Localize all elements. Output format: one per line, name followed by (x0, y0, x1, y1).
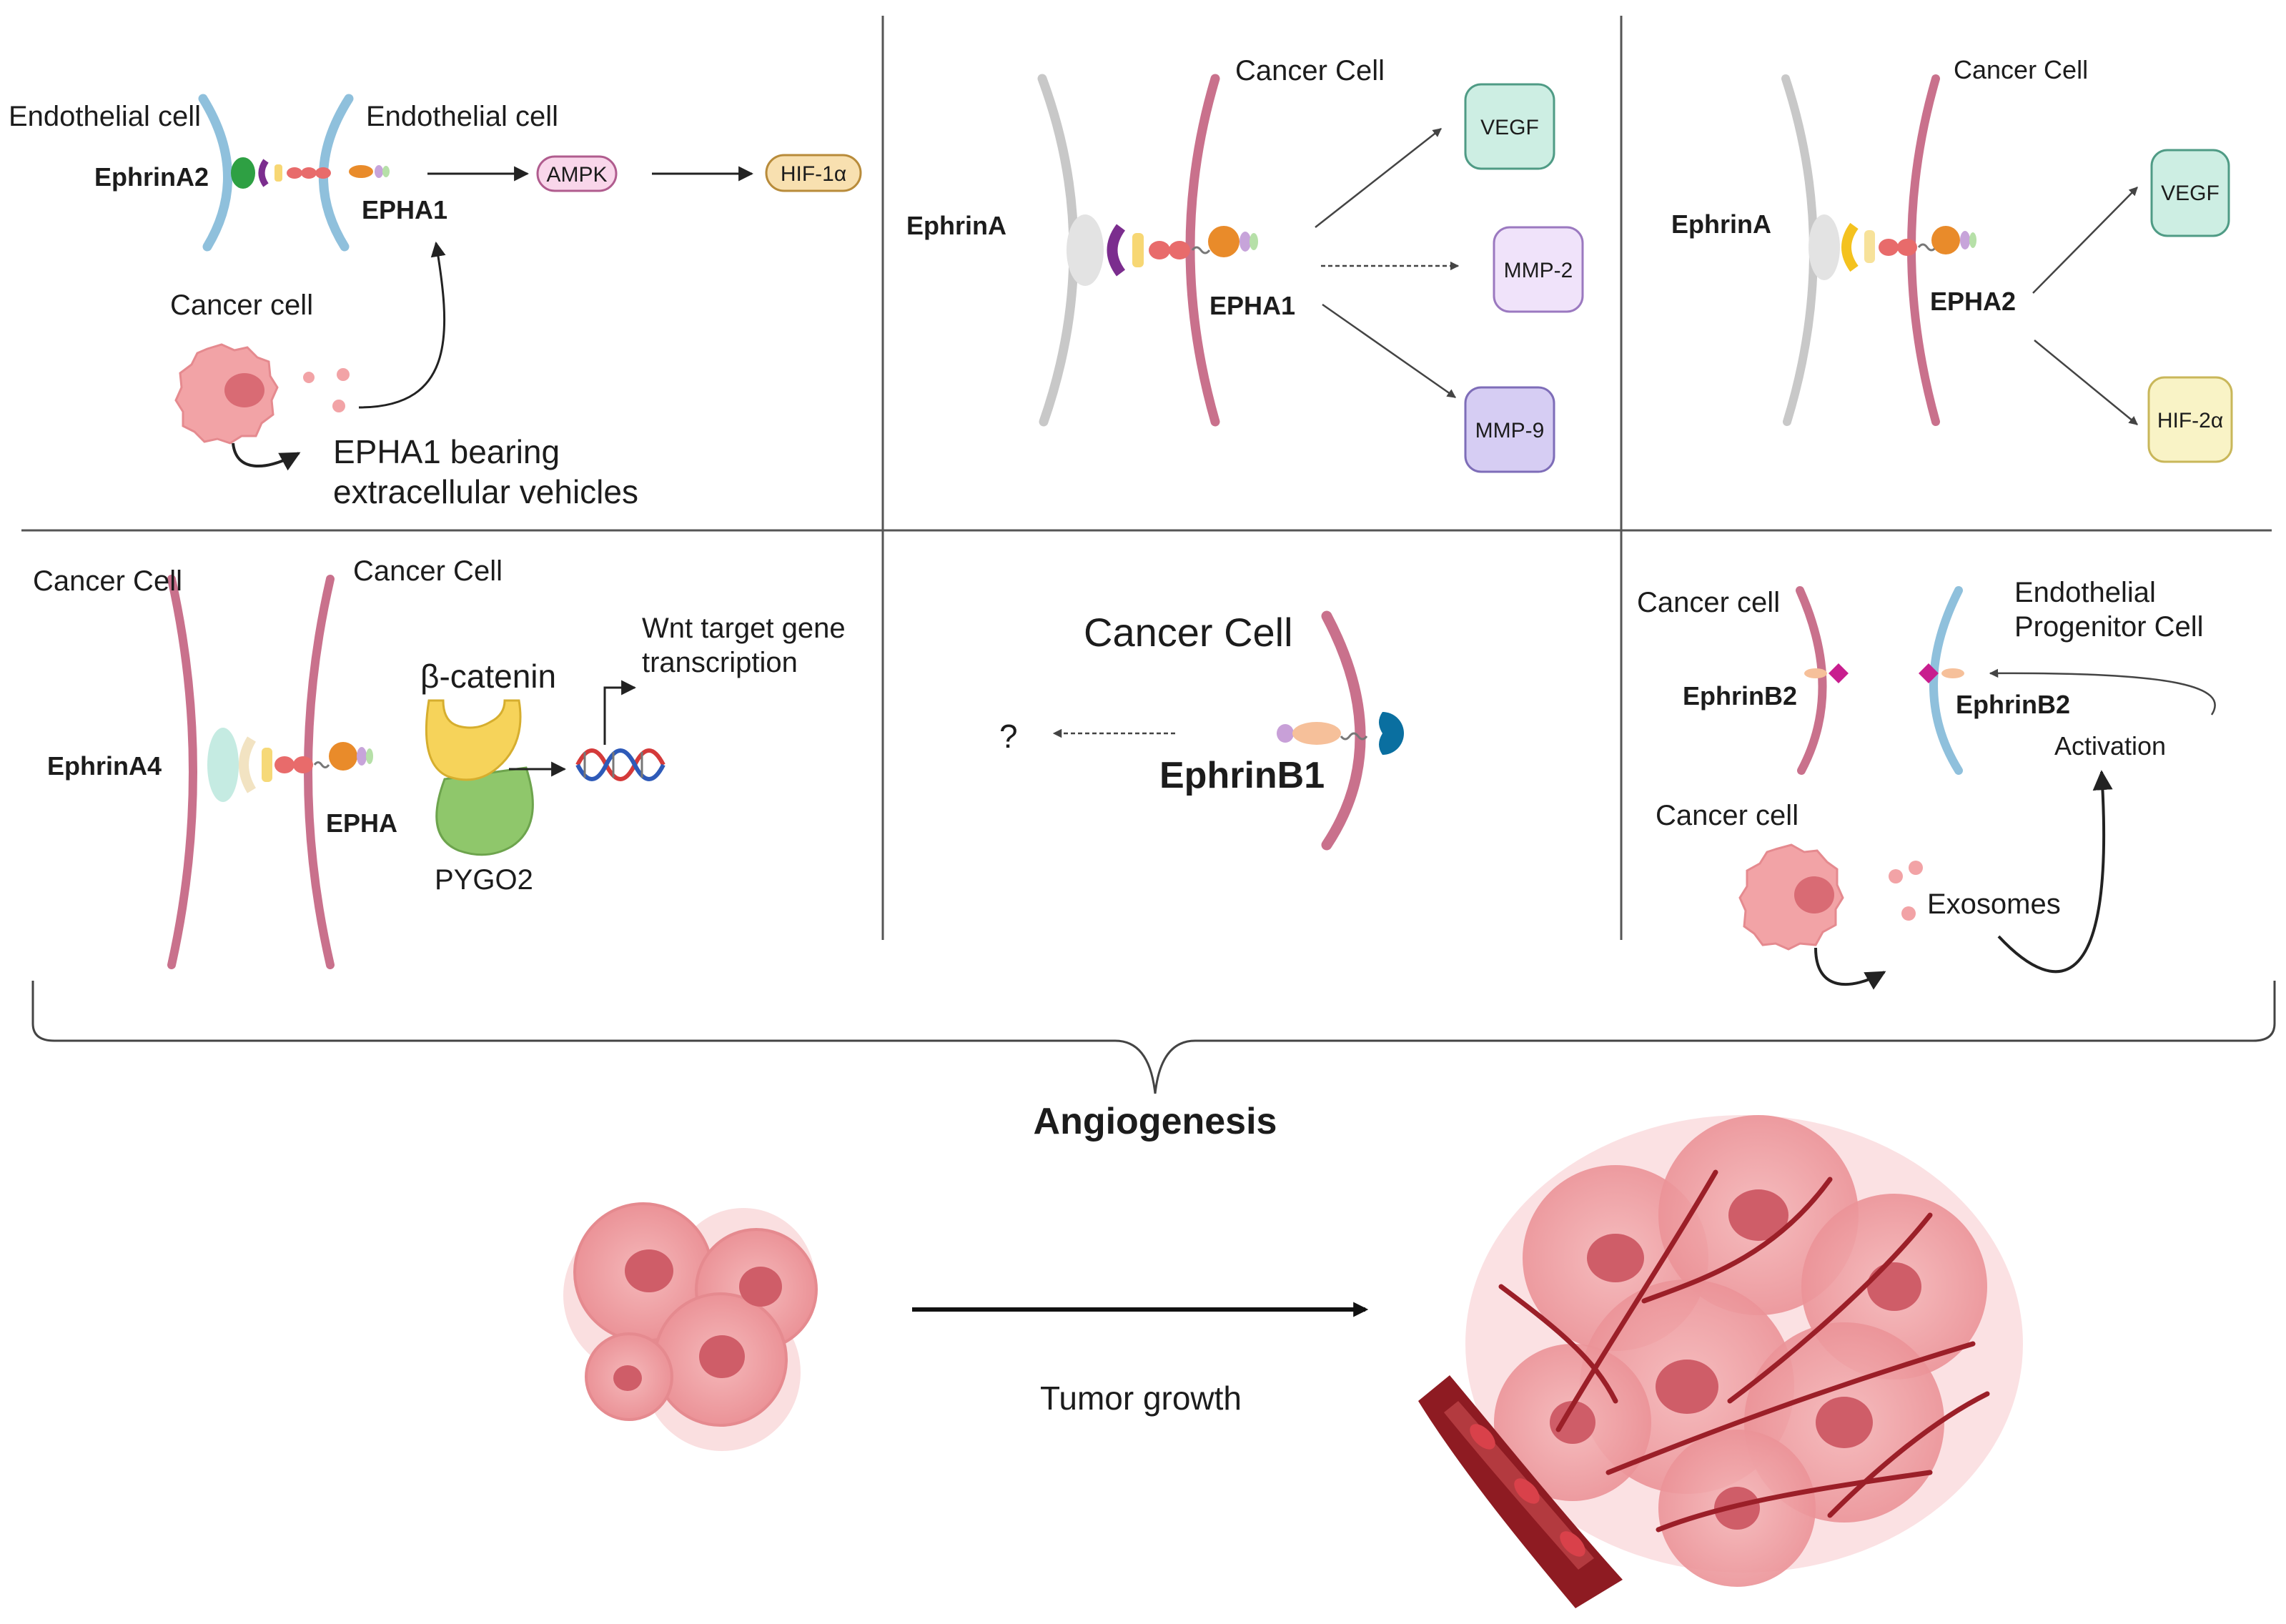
mmp9-box (1464, 386, 1555, 473)
ephrinb2-right-protein (1919, 663, 1964, 683)
cancer-cell-label: Cancer Cell (1235, 55, 1385, 86)
vascularized-tumor-icon (1418, 1115, 2023, 1608)
ephrina2-epha1-complex (231, 157, 390, 189)
cancer-cell-icon (174, 343, 350, 445)
wnt-label-line2: transcription (642, 647, 798, 678)
epc-membrane (1929, 586, 1963, 775)
panel-ephrina4-epha: Cancer Cell Cancer Cell EphrinA4 EPHA β-… (33, 555, 846, 969)
beta-catenin-pygo2-complex (425, 699, 534, 856)
ampk-box (536, 155, 618, 192)
epha2-label: EPHA2 (1930, 287, 2016, 316)
cancer-cell-label-bottom: Cancer cell (1656, 800, 1798, 831)
cancer-membrane-left (167, 575, 197, 969)
cancer-membrane (1185, 74, 1220, 427)
panel-grid (21, 16, 2272, 940)
hif1a-label: HIF-1α (781, 162, 846, 186)
hif2a-box (2147, 376, 2233, 463)
ephrina-label: EphrinA (1671, 209, 1771, 239)
arrow-exosomes-to-activation (1997, 770, 2113, 974)
vegf-box (1464, 83, 1555, 170)
pygo2-label: PYGO2 (435, 864, 533, 896)
exosomes-label: Exosomes (1927, 888, 2061, 920)
epc-label-line2: Progenitor Cell (2014, 611, 2204, 643)
mmp2-box (1493, 226, 1584, 313)
tumor-growth-label: Tumor growth (1040, 1380, 1242, 1417)
panel-ephrina-epha2: Cancer Cell EphrinA EPHA2 VEGF HIF-2α (1671, 55, 2233, 463)
cancer-cell-label-top: Cancer cell (1637, 587, 1780, 618)
ampk-label: AMPK (546, 163, 607, 187)
mmp2-label: MMP-2 (1504, 259, 1573, 282)
cancer-cell-label: Cancer Cell (1084, 610, 1293, 655)
angiogenesis-label: Angiogenesis (1034, 1101, 1277, 1142)
cancer-membrane (1796, 586, 1827, 775)
hif2a-label: HIF-2α (2157, 409, 2223, 432)
panel-ephrina2-epha1: Endothelial cell Endothelial cell Ephrin… (9, 94, 862, 510)
unknown-outcome: ? (999, 718, 1018, 755)
ephrinb2-label-left: EphrinB2 (1683, 681, 1797, 710)
ephrina4-epha-complex (207, 728, 373, 802)
arrow-to-vegf (2032, 187, 2138, 294)
cancer-cell-icon (1738, 843, 1923, 951)
epha-label: EPHA (326, 808, 397, 838)
grouping-brace (31, 981, 2276, 1094)
endothelial-membrane-left (198, 94, 232, 252)
cancer-cell-label-right: Cancer Cell (353, 555, 503, 587)
cancer-cell-label-left: Cancer Cell (33, 565, 182, 597)
ephrina-epha1-complex (1067, 214, 1258, 286)
ephrinb1-protein (1277, 712, 1404, 755)
vegf-label: VEGF (1480, 116, 1539, 139)
mmp9-label: MMP-9 (1475, 419, 1545, 442)
ephrina4-label: EphrinA4 (47, 751, 162, 781)
small-tumor-icon (563, 1202, 818, 1451)
panel-ephrina-epha1: Cancer Cell EphrinA EPHA1 VEGF MMP-2 MMP… (906, 55, 1584, 473)
epc-label-line1: Endothelial (2014, 577, 2156, 608)
cancer-membrane-right (304, 575, 335, 969)
arrow-cell-to-exosomes (1814, 947, 1886, 990)
hif1a-box (765, 154, 862, 192)
cancer-cell-label: Cancer Cell (1954, 55, 2088, 84)
epha1-label: EPHA1 (362, 195, 447, 224)
ephrina2-label: EphrinA2 (94, 162, 209, 192)
panel-ephrinb1: Cancer Cell EphrinB1 ? (999, 610, 1404, 851)
vegf-box (2150, 149, 2230, 237)
epha1-label: EPHA1 (1209, 291, 1295, 320)
ephrina-epha2-complex (1808, 214, 1976, 280)
ephrina-label: EphrinA (906, 211, 1006, 240)
vegf-label: VEGF (2161, 182, 2220, 205)
activation-arrow (1989, 668, 2216, 716)
beta-catenin-label: β-catenin (420, 658, 556, 695)
arrow-to-vegf (1315, 128, 1442, 228)
arrow-to-hif2a (2034, 340, 2138, 425)
ev-label-line1: EPHA1 bearing (333, 433, 560, 470)
arrow-ev-to-epha1 (358, 241, 446, 409)
ephrinb2-left-protein (1804, 663, 1849, 683)
arrow-to-mmp9 (1322, 303, 1457, 399)
blood-vessel (1418, 1375, 1623, 1608)
ephrinb1-label: EphrinB1 (1159, 755, 1325, 796)
ephrinb2-label-right: EphrinB2 (1956, 690, 2070, 719)
tumor-capillaries (1498, 1169, 1990, 1533)
cancer-membrane (1321, 610, 1366, 851)
endothelial-cell-label-left: Endothelial cell (9, 101, 201, 132)
endothelial-cell-label-right: Endothelial cell (366, 101, 558, 132)
cancer-cell-label: Cancer cell (170, 289, 313, 321)
activation-label: Activation (2054, 731, 2166, 761)
wnt-label-line1: Wnt target gene (642, 613, 846, 644)
ev-label-line2: extracellular vehicles (333, 473, 638, 510)
dna-helix-icon (575, 748, 665, 781)
transcription-arrow (603, 680, 637, 745)
arrow-cell-to-ev (232, 442, 301, 471)
panel-ephrinb2-epc: Cancer cell Endothelial Progenitor Cell … (1637, 577, 2216, 990)
